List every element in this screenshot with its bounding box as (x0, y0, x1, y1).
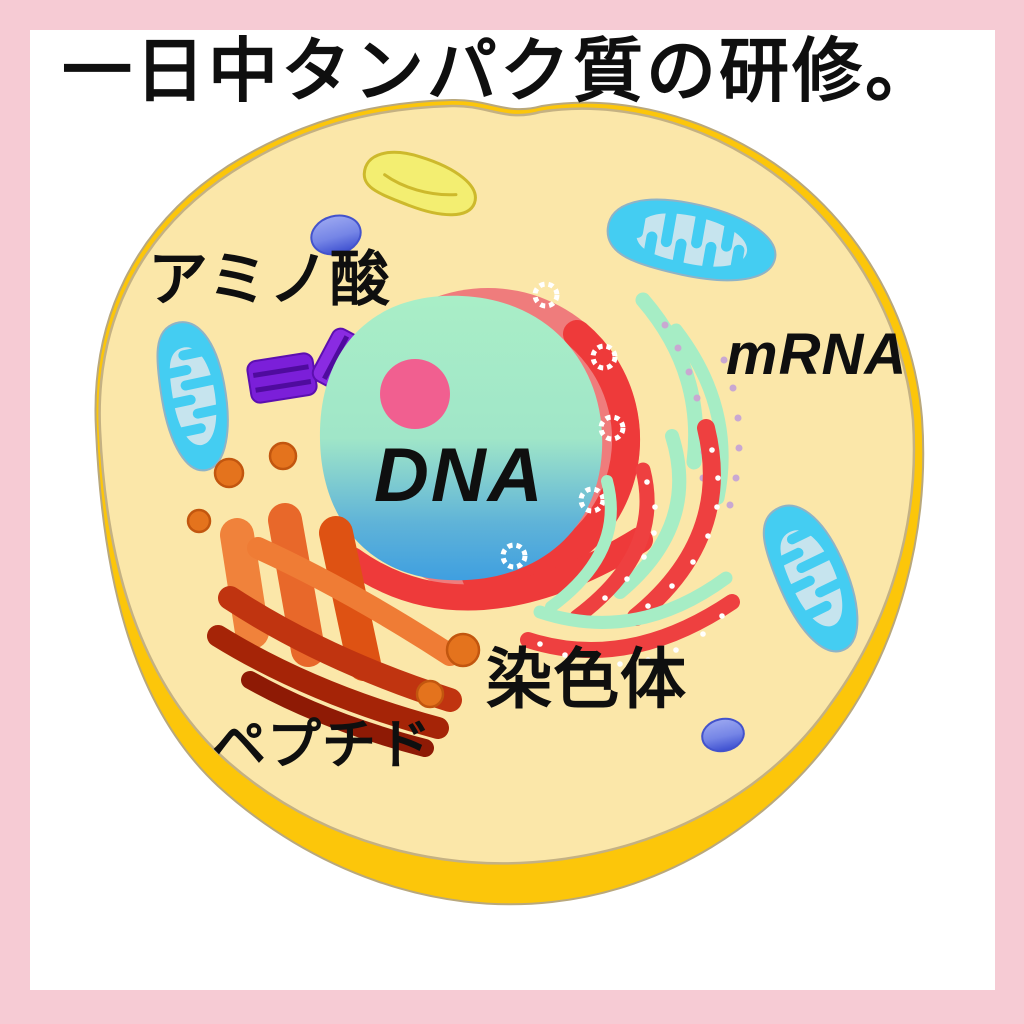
label-mrna: mRNA (726, 322, 908, 387)
mitochondrion-top-right (606, 198, 777, 282)
lysosome (362, 150, 477, 217)
blue-vesicle-top (310, 214, 362, 256)
label-amino-acid: アミノ酸 (148, 246, 391, 313)
blue-vesicle-bottom (701, 717, 745, 753)
label-dna: DNA (374, 433, 545, 518)
ribosome-dots-white (537, 447, 725, 667)
label-peptide: ペプチド (212, 715, 432, 775)
nuclear-pores (500, 281, 626, 570)
mitochondrion-right (762, 504, 859, 653)
page-title: 一日中タンパク質の研修。 (62, 32, 938, 110)
label-chromosome: 染色体 (486, 642, 687, 716)
mitochondrion-left (156, 321, 229, 472)
transport-vesicles (186, 441, 481, 709)
nucleolus (380, 359, 450, 429)
rough-endoplasmic-reticulum (520, 292, 743, 667)
nucleoplasm (319, 295, 603, 581)
